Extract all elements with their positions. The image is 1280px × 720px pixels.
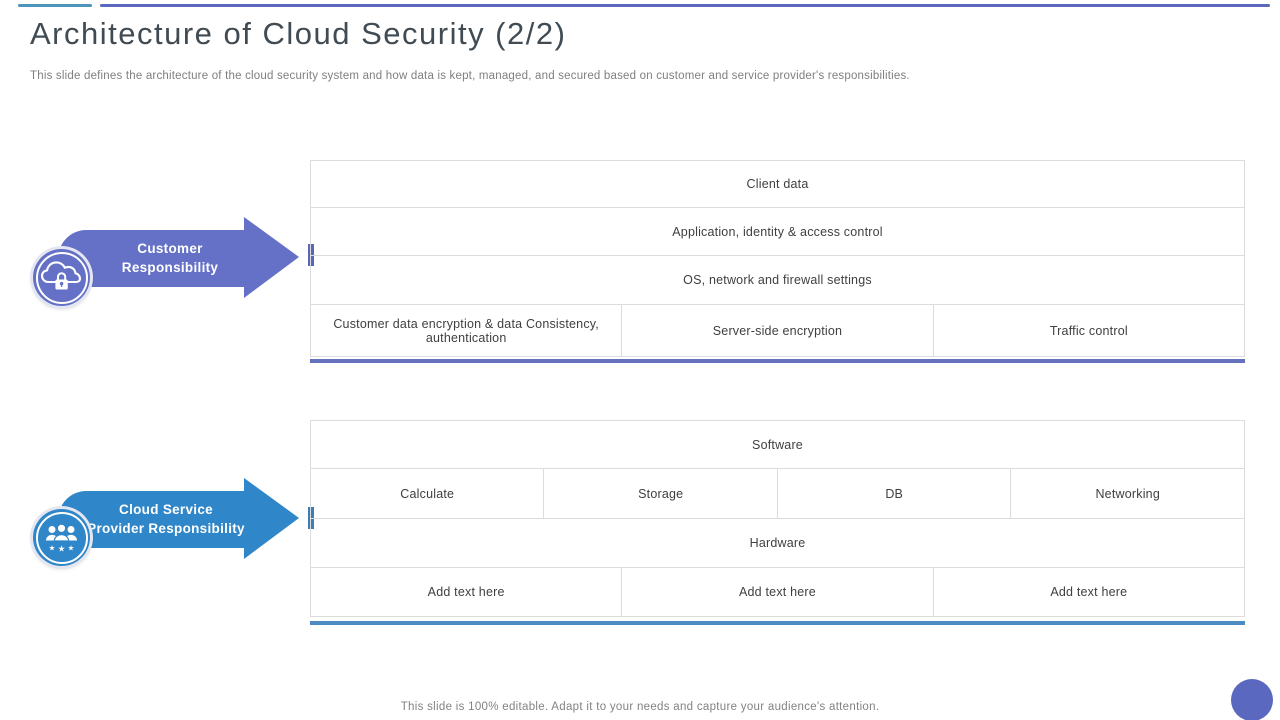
table-row: Client data [310,160,1245,208]
customer-table: Client data Application, identity & acce… [309,160,1246,357]
table-cell: OS, network and firewall settings [310,255,1245,305]
provider-table: Software Calculate Storage DB Networking… [309,420,1246,617]
provider-responsibility-label: Cloud Service Provider Responsibility [80,500,252,538]
topbar-accent-long [100,4,1270,7]
team-stars-icon: ★ ★ ★ [33,509,90,566]
label-line-2: Responsibility [121,260,219,275]
svg-text:★: ★ [49,544,56,553]
table-cell: Traffic control [932,304,1246,357]
team-stars-glyph: ★ ★ ★ [46,523,77,555]
topbar-accent-short [18,4,92,7]
add-text-placeholder[interactable]: Add text here [621,567,934,617]
table-row: Software [310,420,1245,469]
table-row: Application, identity & access control [310,207,1245,256]
table-cell: Hardware [310,518,1245,568]
table-cell: Customer data encryption & data Consiste… [309,304,623,357]
table-row: Calculate Storage DB Networking [309,468,1245,519]
table-row: OS, network and firewall settings [310,255,1245,305]
table-row: Hardware [310,518,1245,568]
label-line-1: Cloud Service [119,502,213,517]
table-cell: Application, identity & access control [310,207,1245,256]
table-row: Add text here Add text here Add text her… [309,567,1246,617]
arrow-head [244,217,299,298]
page-title: Architecture of Cloud Security (2/2) [30,16,567,51]
footer-note: This slide is 100% editable. Adapt it to… [400,701,880,713]
cloud-lock-glyph [40,261,82,290]
add-text-placeholder[interactable]: Add text here [932,567,1246,617]
corner-dot-decoration [1231,679,1273,720]
page-subtitle: This slide defines the architecture of t… [30,70,910,82]
table-row: Customer data encryption & data Consiste… [309,304,1246,357]
svg-text:★: ★ [68,544,75,553]
table-cell: DB [776,468,1012,519]
provider-table-accent-band [310,621,1245,625]
svg-text:★: ★ [58,545,66,555]
table-cell: Calculate [309,468,545,519]
add-text-placeholder[interactable]: Add text here [309,567,623,617]
table-cell: Storage [543,468,778,519]
label-line-1: Customer [137,241,203,256]
table-cell: Client data [310,160,1245,208]
table-cell: Software [310,420,1245,469]
table-cell: Server-side encryption [621,304,934,357]
table-cell: Networking [1010,468,1245,519]
label-line-2: Provider Responsibility [87,521,245,536]
customer-responsibility-label: Customer Responsibility [95,239,245,277]
cloud-lock-icon [33,249,90,306]
customer-table-accent-band [310,359,1245,363]
arrow-head [244,478,299,559]
